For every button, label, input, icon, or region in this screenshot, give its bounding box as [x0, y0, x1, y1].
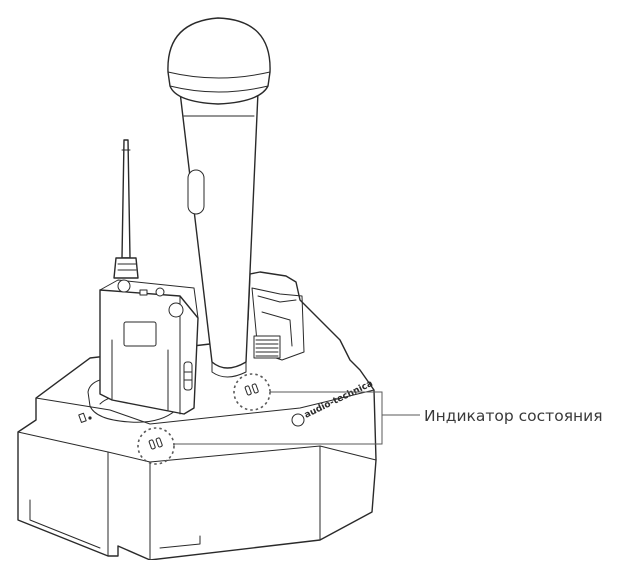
bodypack-transmitter — [99, 139, 199, 415]
handheld-microphone — [167, 17, 271, 378]
status-indicator-left — [137, 427, 175, 465]
charger-base: audio-technica — [17, 271, 377, 561]
spring-connector — [253, 335, 281, 359]
callout-leader — [174, 391, 420, 445]
status-indicator-label: Индикатор состояния — [424, 407, 603, 425]
